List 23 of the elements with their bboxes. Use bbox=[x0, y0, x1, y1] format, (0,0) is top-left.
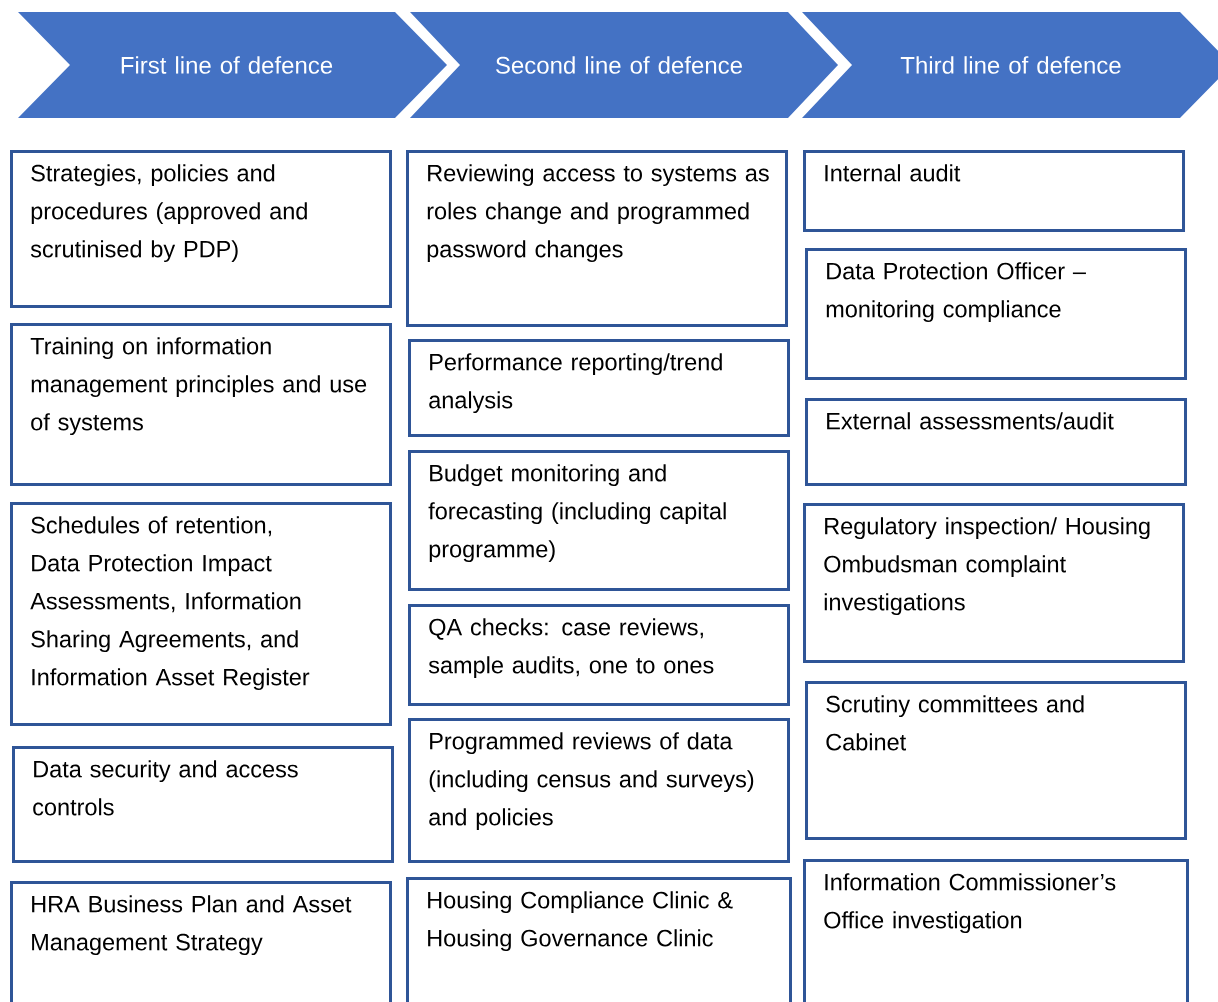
text-box: Programmed reviews of data (including census and surveys) and policies bbox=[408, 718, 790, 863]
text-box: Data Protection Officer – monitoring compliance bbox=[805, 248, 1187, 380]
text-box: Housing Compliance Clinic & Housing Governance Clinic bbox=[406, 877, 792, 1002]
node-label: Third line of defence bbox=[900, 56, 1121, 74]
text-box: HRA Business Plan and Asset Management Strategy bbox=[10, 881, 392, 1002]
text-box: Strategies, policies and procedures (approved and scrutinised by PDP) bbox=[10, 150, 392, 308]
node-label: First line of defence bbox=[121, 56, 333, 74]
text-box: Schedules of retention, Data Protection Impact Assessments, Information Sharing Agreements, and Information Asset Register bbox=[10, 502, 392, 726]
text-box: Training on information management principles and use of systems bbox=[10, 323, 392, 486]
heading-banner: Second line of defence bbox=[410, 12, 838, 118]
text-box: External assessments/audit bbox=[805, 398, 1187, 486]
text-box: Reviewing access to systems as roles change and programmed password changes bbox=[406, 150, 788, 327]
node-label: Second line of defence bbox=[496, 56, 742, 74]
text-box: Performance reporting/trend analysis bbox=[408, 339, 790, 437]
text-box: Budget monitoring and forecasting (including capital programme) bbox=[408, 450, 790, 591]
text-box: Internal audit bbox=[803, 150, 1185, 232]
text-box: Regulatory inspection/ Housing Ombudsman complaint investigations bbox=[803, 503, 1185, 663]
text-box: QA checks: case reviews, sample audits, one to ones bbox=[408, 604, 790, 706]
heading-banner: First line of defence bbox=[18, 12, 447, 118]
text-box: Data security and access controls bbox=[12, 746, 394, 863]
heading-banner: Third line of defence bbox=[802, 12, 1218, 118]
text-box: Scrutiny committees and Cabinet bbox=[805, 681, 1187, 840]
text-box: Information Commissioner’s Office investigation bbox=[803, 859, 1189, 1002]
